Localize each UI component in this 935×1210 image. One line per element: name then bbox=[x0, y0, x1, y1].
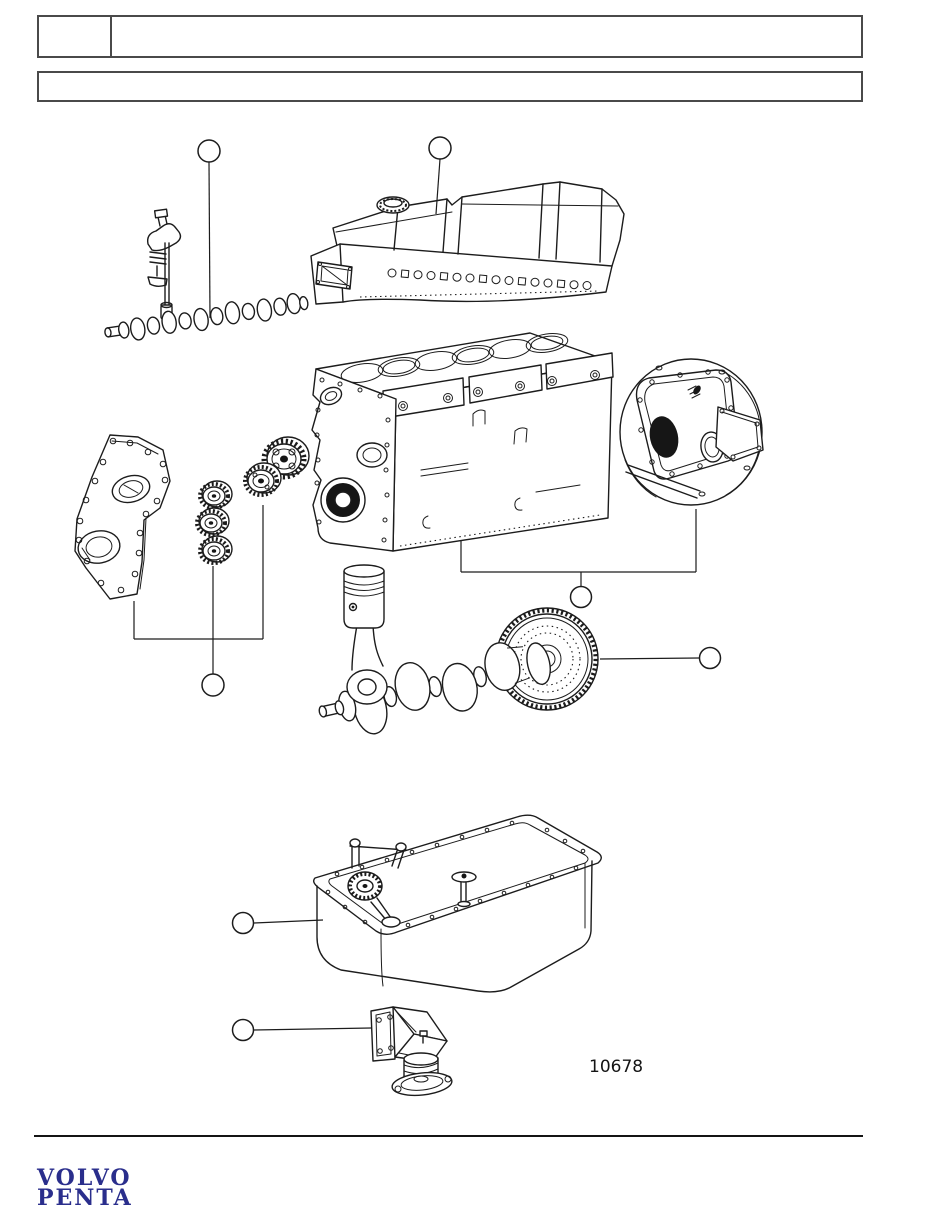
camshaft-gear-pair-illustration bbox=[243, 436, 310, 497]
header-cell-divider bbox=[110, 17, 112, 56]
figure-number: 10678 bbox=[589, 1057, 643, 1077]
callout-circles bbox=[197, 136, 722, 1042]
callout-circle-2 bbox=[428, 136, 452, 160]
piston-illustration bbox=[343, 564, 385, 671]
timing-cover-illustration bbox=[74, 434, 171, 600]
crankshaft-flywheel-illustration bbox=[318, 607, 599, 735]
oil-pan-illustration bbox=[312, 814, 602, 993]
flywheel-housing-illustration bbox=[619, 358, 764, 506]
callout-circle-6 bbox=[231, 911, 255, 935]
engine-block-illustration bbox=[311, 332, 614, 552]
camshaft-and-rocker-illustration bbox=[104, 208, 309, 341]
engine-mount-illustration bbox=[370, 1006, 453, 1097]
callout-leader-lines bbox=[133, 158, 700, 1031]
idler-gear-stack-illustration bbox=[195, 480, 233, 565]
footer-rule bbox=[34, 1135, 863, 1137]
volvo-penta-logo: VOLVO PENTA bbox=[37, 1165, 133, 1210]
callout-circle-5 bbox=[201, 673, 225, 697]
cylinder-head-illustration bbox=[310, 181, 625, 305]
callout-circle-7 bbox=[231, 1018, 255, 1042]
header-table-row2 bbox=[37, 71, 863, 102]
logo-line-volvo: VOLVO bbox=[37, 1165, 132, 1191]
logo-line-penta: PENTA bbox=[37, 1185, 133, 1210]
header-table-row1 bbox=[37, 15, 863, 58]
callout-circle-4 bbox=[698, 646, 722, 670]
callout-circle-3 bbox=[569, 585, 593, 609]
callout-circle-1 bbox=[197, 139, 221, 163]
